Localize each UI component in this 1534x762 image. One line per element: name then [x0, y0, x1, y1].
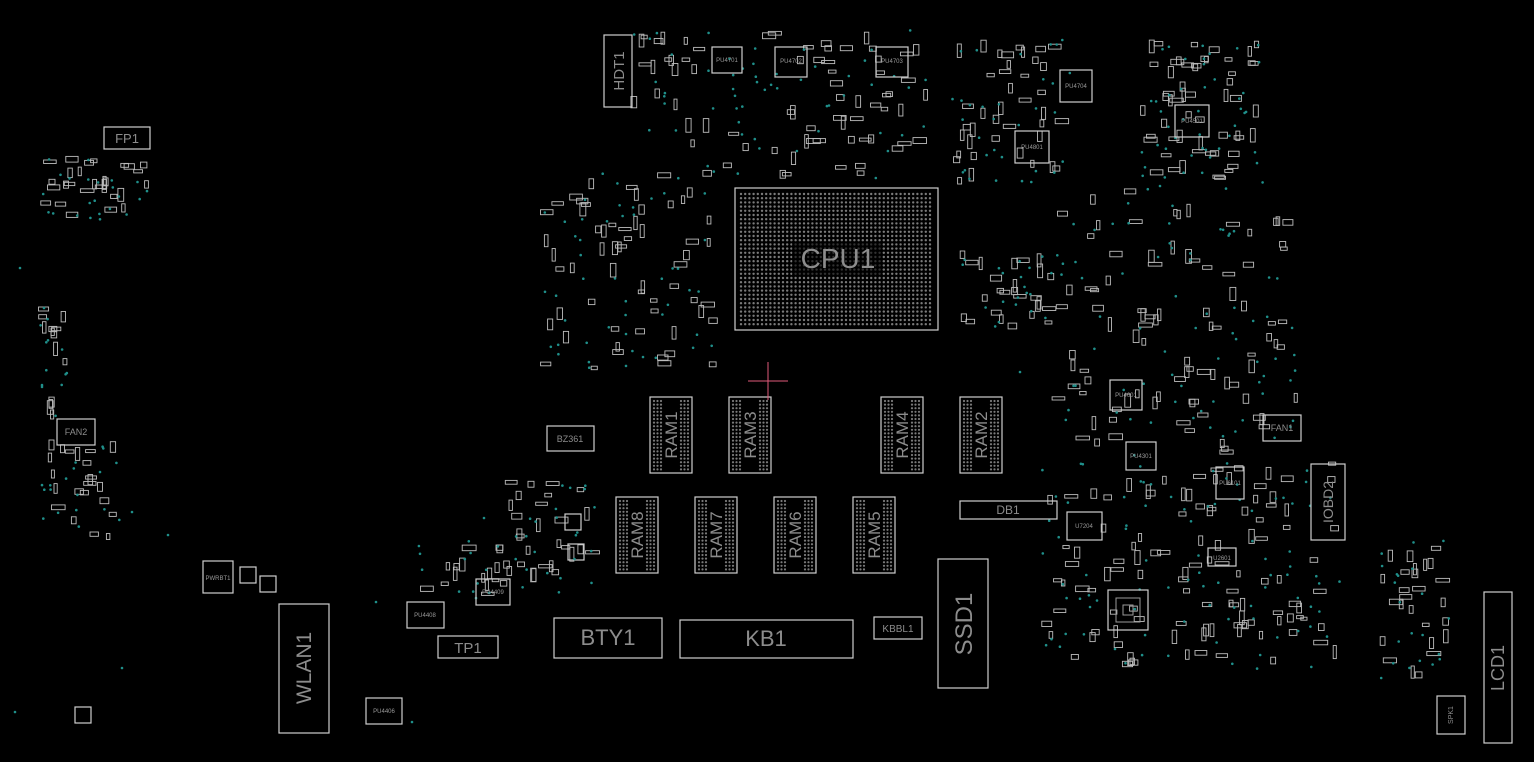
iobd2-connector[interactable]: IOBD2 [1310, 463, 1346, 541]
pu4501-chip[interactable]: PU4501 [1174, 104, 1210, 138]
pu6101-chip[interactable]: PU6101 [1215, 466, 1245, 500]
ssd1-connector[interactable]: SSD1 [937, 558, 989, 689]
ram7-label: RAM7 [707, 511, 726, 558]
hdt1-label: HDT1 [611, 51, 628, 90]
kb1-label: KB1 [745, 626, 787, 651]
spk1-label: SPK1 [1448, 706, 1455, 724]
pu4801-label: PU4801 [1021, 145, 1043, 151]
pu4406-label: PU4406 [373, 709, 395, 715]
fp1-label: FP1 [115, 131, 139, 146]
pu4601-label: PU4601 [1115, 393, 1137, 399]
wlan1-label: WLAN1 [293, 632, 316, 704]
ssd1-label: SSD1 [951, 593, 978, 656]
bga-chip-south[interactable] [1107, 589, 1149, 631]
fan2-connector[interactable]: FAN2 [56, 418, 96, 446]
pu4601-chip[interactable]: PU4601 [1109, 379, 1143, 411]
pu4702-chip[interactable]: PU4702 [774, 46, 808, 78]
ram3-footprint[interactable]: RAM3 [728, 396, 772, 474]
pu4501-label: PU4501 [1181, 119, 1203, 125]
via-dots [13, 29, 1451, 724]
ram4-footprint[interactable]: RAM4 [880, 396, 924, 474]
db1-label: DB1 [996, 503, 1020, 517]
pu4704-label: PU4704 [1065, 84, 1087, 90]
pu4301-label: PU4301 [1130, 454, 1152, 460]
lcd1-connector[interactable]: LCD1 [1483, 591, 1513, 744]
fan1-label: FAN1 [1271, 423, 1294, 433]
bz361-buzzer[interactable]: BZ361 [546, 425, 595, 452]
ram2-footprint[interactable]: RAM2 [959, 396, 1003, 474]
lcd1-label: LCD1 [1488, 645, 1508, 691]
tp1-connector[interactable]: TP1 [437, 635, 499, 659]
kb1-connector[interactable]: KB1 [679, 619, 854, 659]
ram2-label: RAM2 [972, 411, 991, 458]
pu4703-label: PU4703 [881, 59, 903, 65]
fan2-label: FAN2 [65, 427, 88, 437]
u2601-chip[interactable]: U2601 [1207, 547, 1237, 567]
bz361-label: BZ361 [557, 434, 584, 444]
kbbl1-label: KBBL1 [882, 624, 914, 635]
u2601-label: U2601 [1213, 556, 1231, 562]
spk1-connector[interactable]: SPK1 [1436, 695, 1466, 735]
crosshair-cursor [748, 362, 788, 400]
pu4801-chip[interactable]: PU4801 [1014, 130, 1050, 164]
pu4704-chip[interactable]: PU4704 [1059, 69, 1093, 103]
ram4-label: RAM4 [893, 411, 912, 458]
iobd2-label: IOBD2 [1320, 481, 1336, 523]
pu4408-label: PU4408 [414, 613, 436, 619]
cpu1-label: CPU1 [801, 243, 876, 274]
pwrbt1-button[interactable]: PWRBT1 [202, 560, 234, 594]
ram7-footprint[interactable]: RAM7 [694, 496, 738, 574]
pu4301-chip[interactable]: PU4301 [1125, 441, 1157, 471]
u7204-chip[interactable]: U7204 [1066, 511, 1103, 541]
tp1-label: TP1 [454, 640, 482, 657]
pu4409-chip[interactable]: PU4409 [475, 578, 511, 606]
small-component-pads [38, 30, 1451, 724]
kbbl1-connector[interactable]: KBBL1 [873, 616, 923, 640]
pu6101-label: PU6101 [1219, 481, 1241, 487]
pu4408-chip[interactable]: PU4408 [406, 601, 445, 629]
fp1-connector[interactable]: FP1 [103, 126, 151, 150]
u7204-label: U7204 [1075, 524, 1093, 530]
pu4409-label: PU4409 [482, 590, 504, 596]
ram5-footprint[interactable]: RAM5 [852, 496, 896, 574]
hdt1-connector[interactable]: HDT1 [603, 34, 633, 108]
ram6-label: RAM6 [786, 511, 805, 558]
pu4702-label: PU4702 [780, 59, 802, 65]
ram1-label: RAM1 [662, 411, 681, 458]
ram8-footprint[interactable]: RAM8 [615, 496, 659, 574]
pu4406-chip[interactable]: PU4406 [365, 697, 403, 725]
ram6-footprint[interactable]: RAM6 [773, 496, 817, 574]
pu4701-label: PU4701 [716, 58, 738, 64]
pu4701-chip[interactable]: PU4701 [711, 46, 743, 74]
wlan1-connector[interactable]: WLAN1 [278, 603, 330, 734]
pu4703-chip[interactable]: PU4703 [875, 46, 909, 78]
ram1-footprint[interactable]: RAM1 [649, 396, 693, 474]
ram8-label: RAM8 [628, 511, 647, 558]
ram5-label: RAM5 [865, 511, 884, 558]
ram3-label: RAM3 [741, 411, 760, 458]
pwrbt1-label: PWRBT1 [205, 576, 231, 582]
fan1-connector[interactable]: FAN1 [1262, 414, 1302, 442]
cpu1-footprint[interactable]: CPU1 [734, 187, 939, 331]
bty1-connector[interactable]: BTY1 [553, 617, 663, 659]
bty1-label: BTY1 [580, 625, 635, 650]
db1-connector[interactable]: DB1 [959, 500, 1058, 520]
